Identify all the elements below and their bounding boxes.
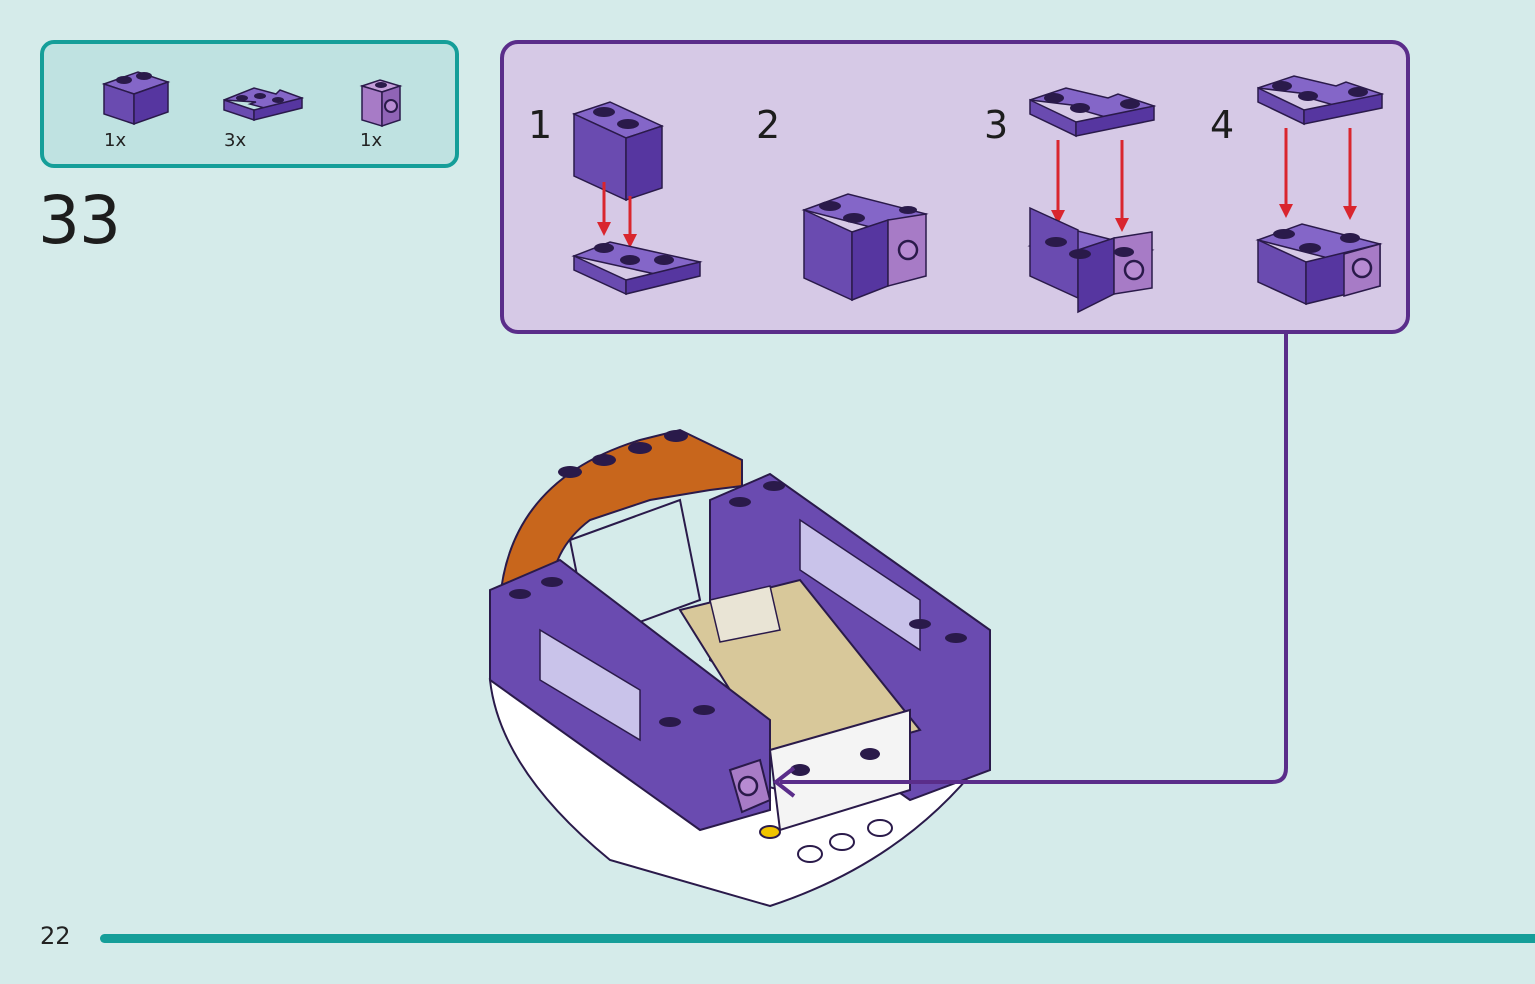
lavender-brick-icon — [359, 79, 403, 128]
corner-plate-icon — [223, 87, 305, 122]
part-quantity: 1x — [360, 130, 383, 151]
part-quantity: 3x — [224, 130, 247, 151]
main-model-illustration — [488, 428, 991, 908]
step-number: 33 — [38, 182, 121, 259]
substep-3-illustration — [1027, 87, 1157, 314]
purple-brick-icon — [101, 71, 171, 126]
substep-label-2: 2 — [756, 103, 781, 147]
footer-bar — [100, 934, 1535, 943]
substep-1-illustration — [571, 101, 703, 296]
part-quantity: 1x — [104, 130, 127, 151]
part-purple-brick-1x2: 1x — [100, 66, 172, 151]
substep-4-illustration — [1255, 75, 1385, 306]
part-lavender-brick-1x1: 1x — [358, 74, 404, 151]
part-purple-corner-plate: 3x — [220, 76, 306, 151]
substep-label-4: 4 — [1210, 103, 1235, 147]
parts-list-box: 1x 3x 1x — [40, 40, 459, 168]
page-number: 22 — [40, 922, 71, 950]
substep-label-1: 1 — [528, 103, 553, 147]
substep-2-illustration — [801, 193, 929, 302]
substep-label-3: 3 — [984, 103, 1009, 147]
substeps-callout: 1 2 3 4 — [500, 40, 1410, 334]
